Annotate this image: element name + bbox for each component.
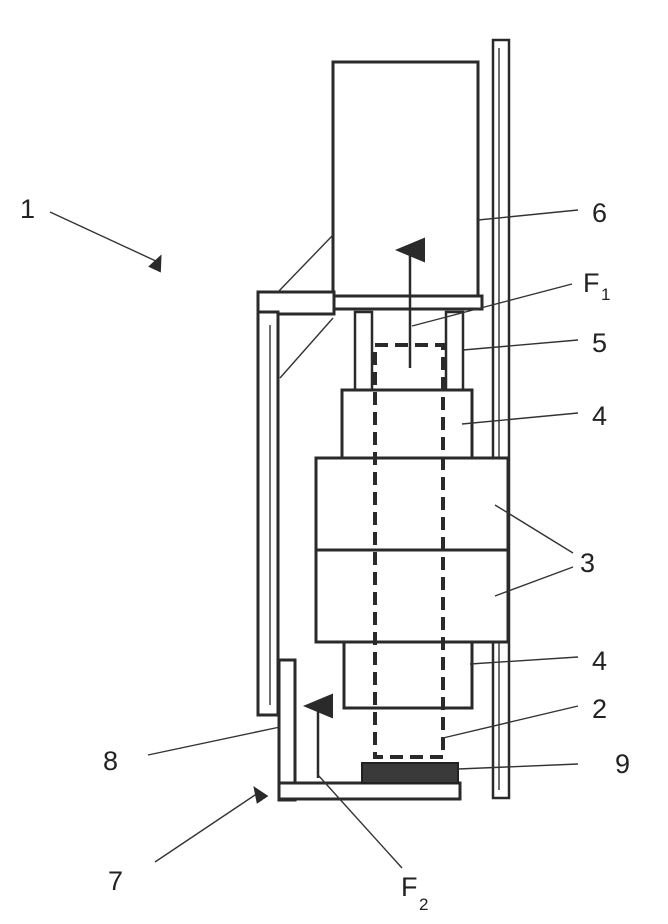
label-4-lower: 4: [592, 646, 607, 676]
side-part: [279, 660, 295, 800]
label-1: 1: [20, 194, 35, 224]
label-f1: F: [583, 268, 600, 298]
label-f2-sub: 2: [419, 895, 428, 914]
upper-body-flange: [333, 296, 482, 309]
label-f1-sub: 1: [601, 285, 610, 304]
right-rail: [493, 40, 509, 798]
lower-base-plate: [279, 783, 460, 799]
base-pad: [362, 763, 458, 783]
left-frame-outer-wall: [258, 312, 278, 715]
frame-brace-upper: [278, 235, 333, 292]
leader-4-upper: [462, 413, 578, 424]
label-4-upper: 4: [592, 401, 607, 431]
upper-body: [333, 62, 478, 298]
label-7: 7: [108, 866, 123, 896]
label-f2: F: [401, 872, 418, 902]
lower-spacer: [344, 642, 472, 708]
leader-9: [458, 764, 578, 769]
label-3: 3: [580, 548, 595, 578]
device-pointer-arrow: [50, 212, 158, 262]
coil-upper: [316, 458, 508, 550]
coil-lower: [316, 550, 508, 642]
label-6: 6: [592, 198, 607, 228]
top-plate-left-post: [355, 312, 372, 390]
label-5: 5: [592, 328, 607, 358]
assembly-pointer-arrow: [155, 793, 258, 862]
upper-spacer: [342, 390, 472, 458]
leader-8: [148, 727, 280, 755]
label-2: 2: [592, 694, 607, 724]
label-8: 8: [103, 746, 118, 776]
top-plate-right-post: [446, 312, 463, 390]
leader-2: [443, 706, 578, 738]
label-9: 9: [615, 749, 630, 779]
frame-brace-lower: [280, 318, 333, 378]
leader-5: [463, 340, 578, 350]
leader-4-lower: [470, 657, 578, 664]
